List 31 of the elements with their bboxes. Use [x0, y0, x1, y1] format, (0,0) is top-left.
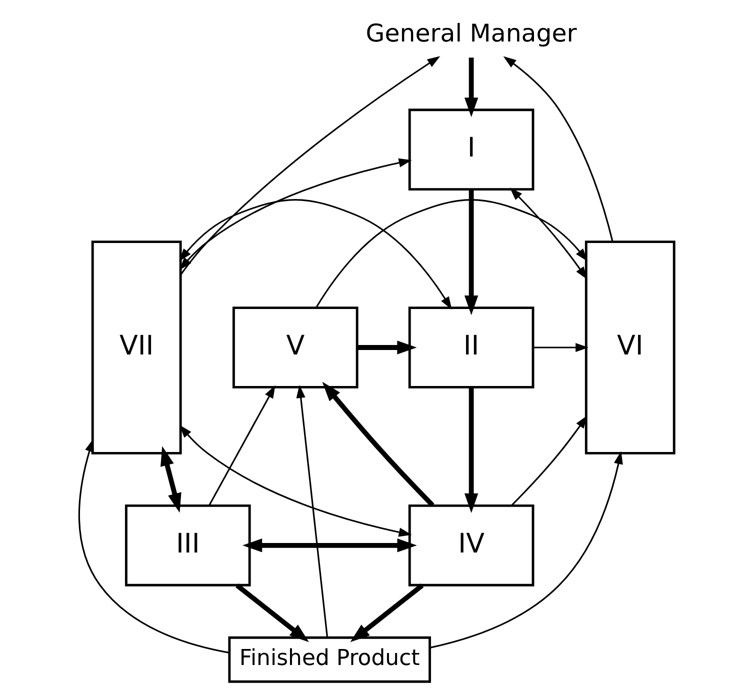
arrow	[510, 415, 588, 506]
arrow	[78, 438, 230, 654]
arrow	[464, 58, 478, 118]
arrow	[315, 199, 588, 308]
arrow	[464, 189, 478, 316]
arrow	[350, 584, 424, 642]
arrow	[236, 584, 310, 642]
node-box: I	[408, 108, 534, 191]
node-box: II	[408, 306, 534, 388]
arrow	[180, 56, 440, 276]
arrow	[357, 340, 417, 354]
arrow	[208, 385, 276, 506]
node-box: IV	[408, 504, 534, 586]
node-box: VI	[584, 240, 676, 454]
node-box: Finished Product	[228, 636, 431, 683]
arrow	[464, 387, 478, 514]
arrow	[430, 451, 623, 648]
arrow	[160, 446, 182, 513]
arrow	[179, 199, 452, 310]
arrow	[179, 424, 412, 537]
arrow	[322, 382, 434, 508]
node-box: V	[232, 306, 358, 388]
arrow	[296, 384, 328, 638]
node-text: General Manager	[366, 18, 577, 48]
arrow	[242, 538, 417, 552]
arrow	[179, 158, 412, 270]
arrow	[503, 56, 614, 242]
node-box: VII	[91, 240, 182, 454]
node-box: III	[124, 504, 251, 586]
arrow	[510, 188, 588, 280]
arrow	[533, 342, 589, 352]
